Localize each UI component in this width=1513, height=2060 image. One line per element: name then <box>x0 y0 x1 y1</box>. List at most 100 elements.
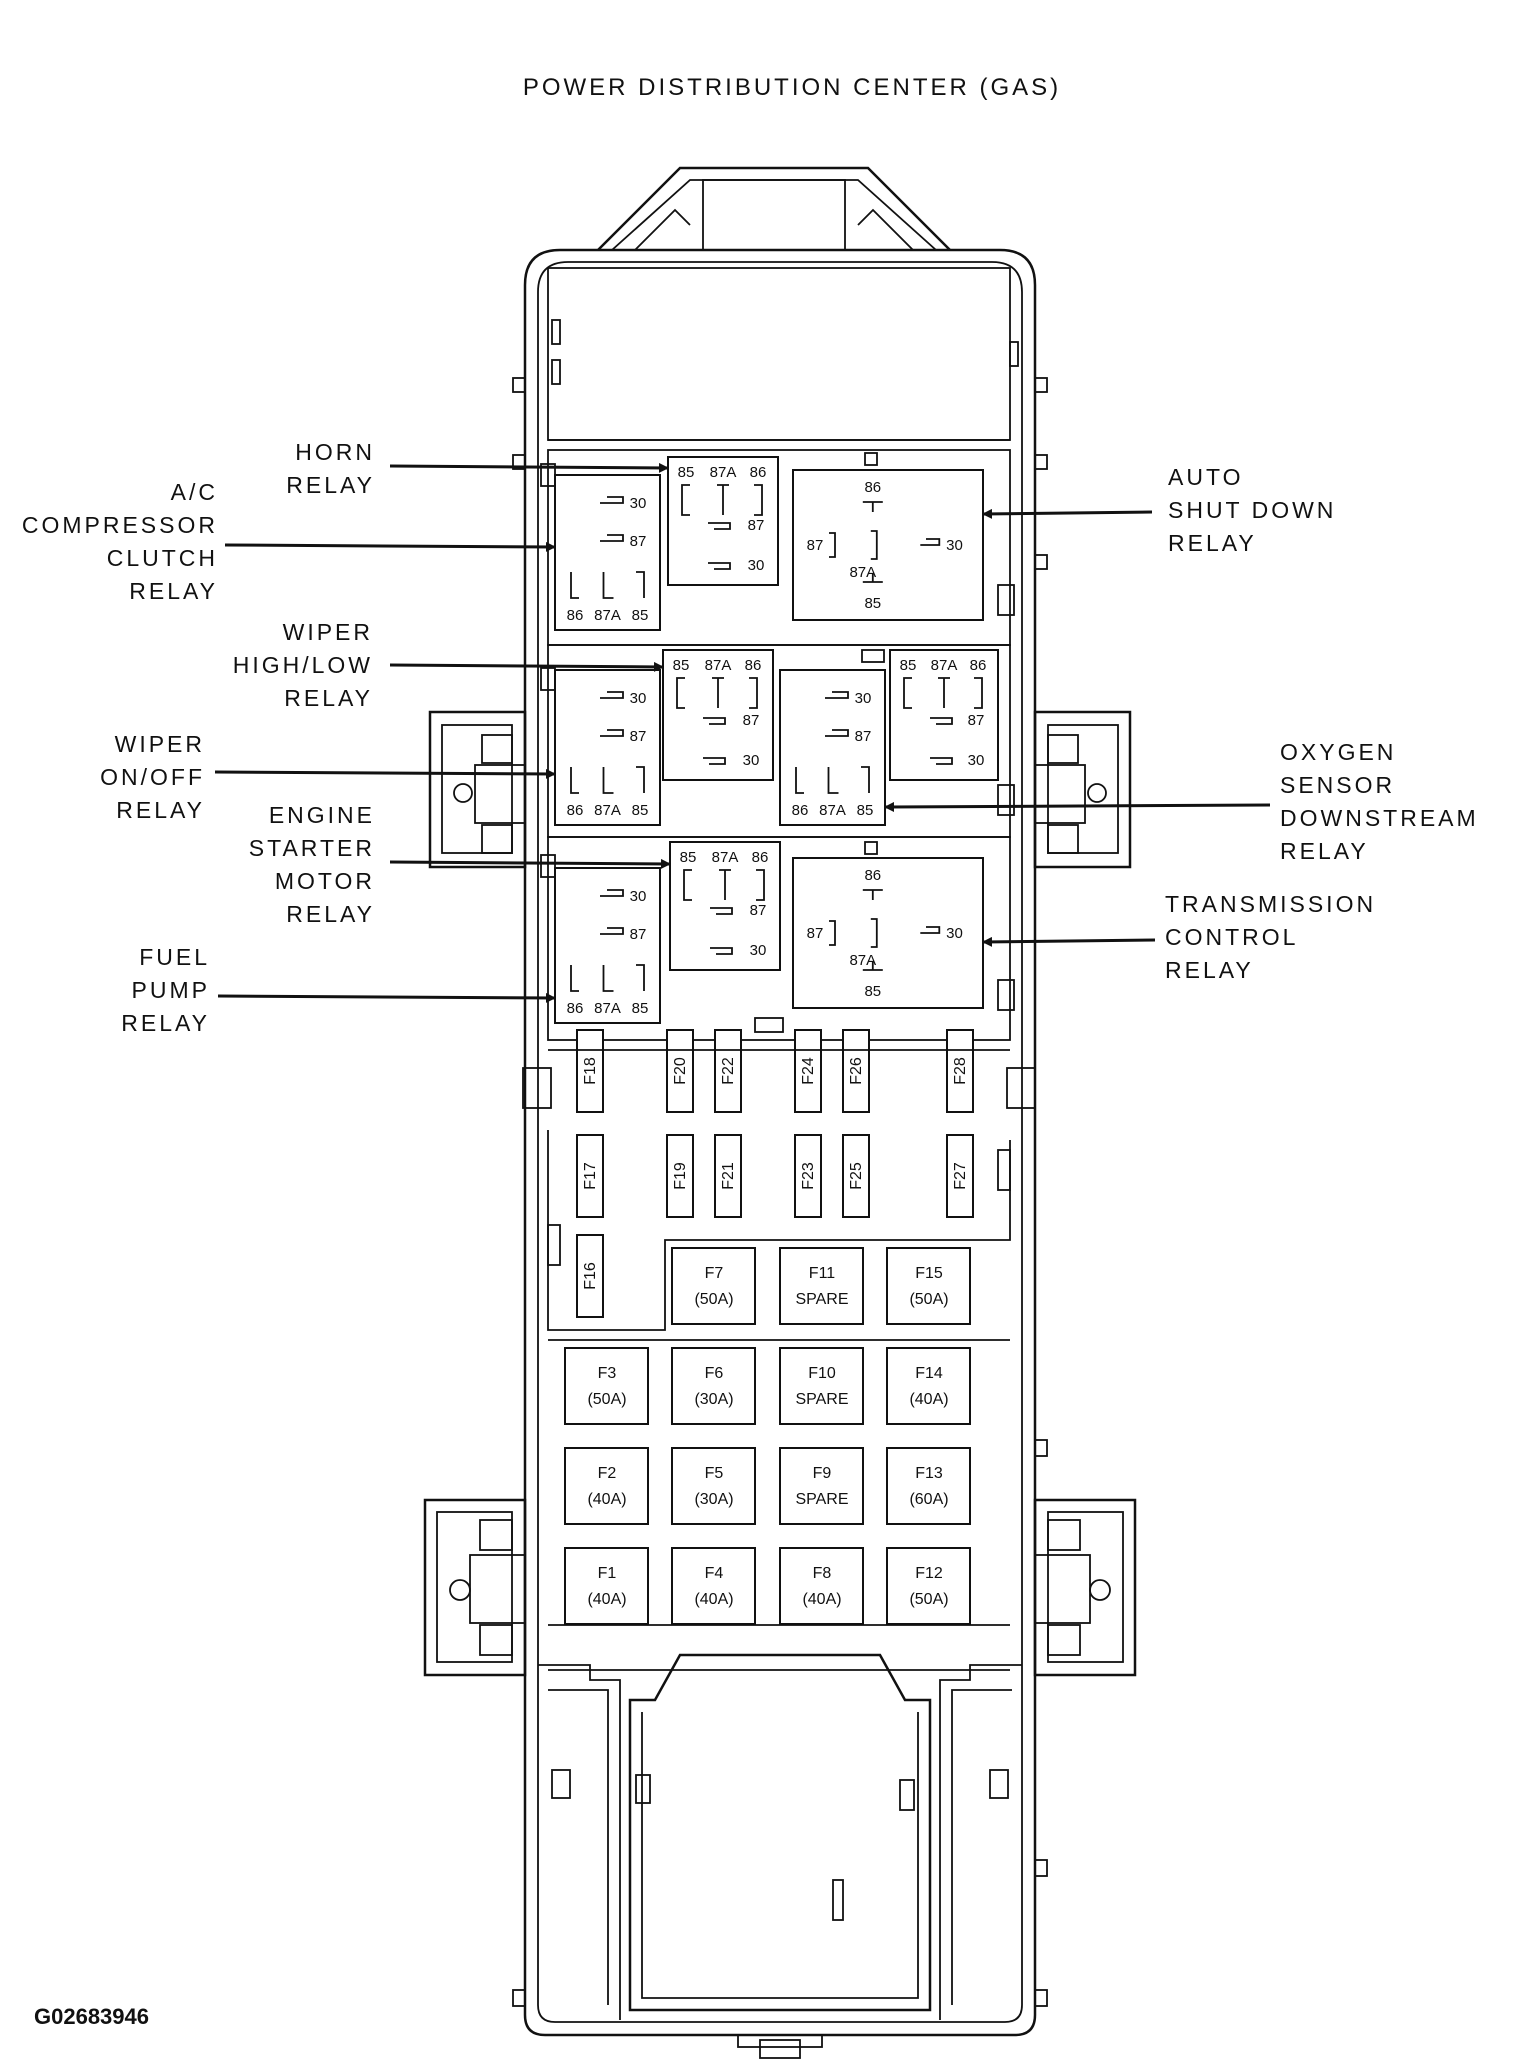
callout-text-line: FUEL <box>139 944 210 970</box>
cartridge-fuse-rating: (50A) <box>587 1391 626 1408</box>
relay-terminal <box>827 767 839 794</box>
cartridge-fuse-rating: SPARE <box>795 1491 848 1508</box>
callout-text-line: RELAY <box>116 797 205 823</box>
callout-arrow <box>224 541 556 552</box>
cartridge-fuse-rating: (40A) <box>909 1391 948 1408</box>
cartridge-fuse-f12: F12(50A) <box>886 1547 971 1625</box>
cartridge-fuse-id: F1 <box>598 1565 617 1582</box>
pin-label-30: 30 <box>946 925 963 942</box>
relay-terminal <box>870 530 878 560</box>
housing-outline <box>512 248 1048 2037</box>
mini-fuse-body <box>794 1134 822 1218</box>
relay-frame <box>554 867 661 1024</box>
mini-fuse-body <box>666 1134 694 1218</box>
pin-label-86: 86 <box>567 802 584 819</box>
mini-fuse-label: F18 <box>582 1057 599 1085</box>
relay-terminal <box>829 920 836 946</box>
relay-frame <box>554 669 661 826</box>
pin-label-85: 85 <box>632 802 649 819</box>
mini-fuse-body <box>794 1029 822 1113</box>
relay-terminal <box>825 691 849 699</box>
cartridge-fuse-f5: F5(30A) <box>671 1447 756 1525</box>
pin-label-30: 30 <box>968 752 985 769</box>
relay-terminal <box>683 869 692 901</box>
cartridge-fuse-rating: (40A) <box>694 1591 733 1608</box>
callout-text-line: ON/OFF <box>100 764 205 790</box>
relay-frame <box>554 474 661 631</box>
mini-fuse-f21: F21 <box>714 1134 742 1218</box>
relay-terminal <box>920 926 941 934</box>
cartridge-fuse-rating: SPARE <box>795 1291 848 1308</box>
mini-fuse-f23: F23 <box>794 1134 822 1218</box>
pin-label-30: 30 <box>630 888 647 905</box>
callout-text-line: RELAY <box>284 685 373 711</box>
relay-terminal <box>600 691 624 699</box>
mini-fuse-f20: F20 <box>666 1029 694 1113</box>
relay-terminal <box>861 766 870 793</box>
relay-terminal <box>708 522 731 530</box>
pin-label-87a: 87A <box>931 657 958 674</box>
mini-fuse-body <box>666 1029 694 1113</box>
mini-fuse-body <box>946 1134 974 1218</box>
pin-label-87a: 87A <box>712 849 739 866</box>
callout-arrow <box>389 462 669 473</box>
mini-fuse-label: F28 <box>952 1057 969 1085</box>
callout-text-line: RELAY <box>286 901 375 927</box>
callout-text-line: WIPER <box>283 619 373 645</box>
cartridge-fuse-id: F3 <box>598 1365 617 1382</box>
pin-label-87a: 87A <box>594 607 621 624</box>
callout-text-line: SHUT DOWN <box>1168 497 1336 523</box>
relay-terminal <box>708 562 731 570</box>
relay-terminal <box>862 574 883 583</box>
cartridge-fuse-rating: (50A) <box>694 1291 733 1308</box>
pin-label-87a: 87A <box>849 952 876 969</box>
relay-terminal <box>717 484 729 515</box>
mini-fuse-f19: F19 <box>666 1134 694 1218</box>
cartridge-fuse-rating: (30A) <box>694 1491 733 1508</box>
relay-terminal <box>938 677 950 708</box>
cartridge-fuse-id: F4 <box>705 1565 724 1582</box>
pin-label-86: 86 <box>752 849 769 866</box>
cartridge-fuse-rating: (60A) <box>909 1491 948 1508</box>
pin-label-87: 87 <box>750 902 767 919</box>
relay-frame <box>792 469 984 621</box>
mini-fuse-f25: F25 <box>842 1134 870 1218</box>
relay-terminal <box>703 757 726 765</box>
relay-terminal <box>825 729 849 737</box>
relay-terminal <box>710 947 733 955</box>
relay-terminal <box>570 767 579 794</box>
cartridge-fuse-f1: F1(40A) <box>564 1547 649 1625</box>
pin-label-87a: 87A <box>849 564 876 581</box>
callout-text-line: AUTO <box>1168 464 1243 490</box>
pin-label-85: 85 <box>857 802 874 819</box>
cartridge-fuse-rating: (30A) <box>694 1391 733 1408</box>
pin-label-87: 87 <box>748 517 765 534</box>
pin-label-86: 86 <box>567 607 584 624</box>
cartridge-fuse-f2: F2(40A) <box>564 1447 649 1525</box>
pin-label-85: 85 <box>678 464 695 481</box>
pin-label-30: 30 <box>743 752 760 769</box>
callout-text-line: OXYGEN <box>1280 739 1396 765</box>
cartridge-fuse-id: F14 <box>915 1365 943 1382</box>
cartridge-fuse-id: F10 <box>808 1365 836 1382</box>
relay-terminal <box>862 962 883 971</box>
pin-label-30: 30 <box>750 942 767 959</box>
mini-fuse-body <box>946 1029 974 1113</box>
mini-fuse-body <box>576 1234 604 1318</box>
mini-fuse-f17: F17 <box>576 1134 604 1218</box>
relay-terminal <box>870 918 878 948</box>
cartridge-fuse-f14: F14 (40A) <box>886 1347 971 1425</box>
pin-label-87: 87 <box>630 926 647 943</box>
pin-label-87: 87 <box>855 728 872 745</box>
cartridge-fuse-body <box>779 1547 864 1625</box>
cartridge-fuse-id: F15 <box>915 1265 943 1282</box>
pin-label-87: 87 <box>630 728 647 745</box>
